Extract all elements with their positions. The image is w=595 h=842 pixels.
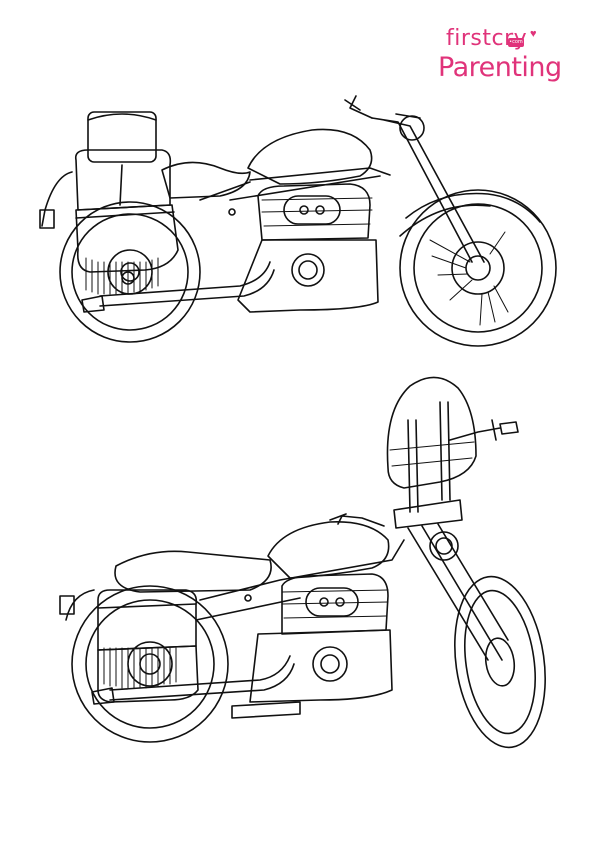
engine-bottom [244,573,393,703]
heart-icon: ♥ [530,28,537,40]
motorcycle-top [39,95,557,347]
fuel-tank-top [247,128,373,185]
brand-logo: firstcry •com ♥ Parenting [436,26,576,84]
front-wheel-icon [454,575,546,749]
seat-top [161,161,251,199]
engine-top [228,183,379,313]
rear-wheel-icon [71,585,229,743]
logo-wordmark-bottom: Parenting [438,52,562,83]
motorcycle-bottom [59,376,546,749]
front-wheel-icon [399,189,557,347]
fuel-tank-bottom [267,521,390,579]
saddlebag-top [74,111,179,295]
logo-badge: •com [508,38,524,47]
windshield [386,376,477,513]
seat-bottom [114,550,272,593]
saddlebag-bottom [97,589,199,703]
